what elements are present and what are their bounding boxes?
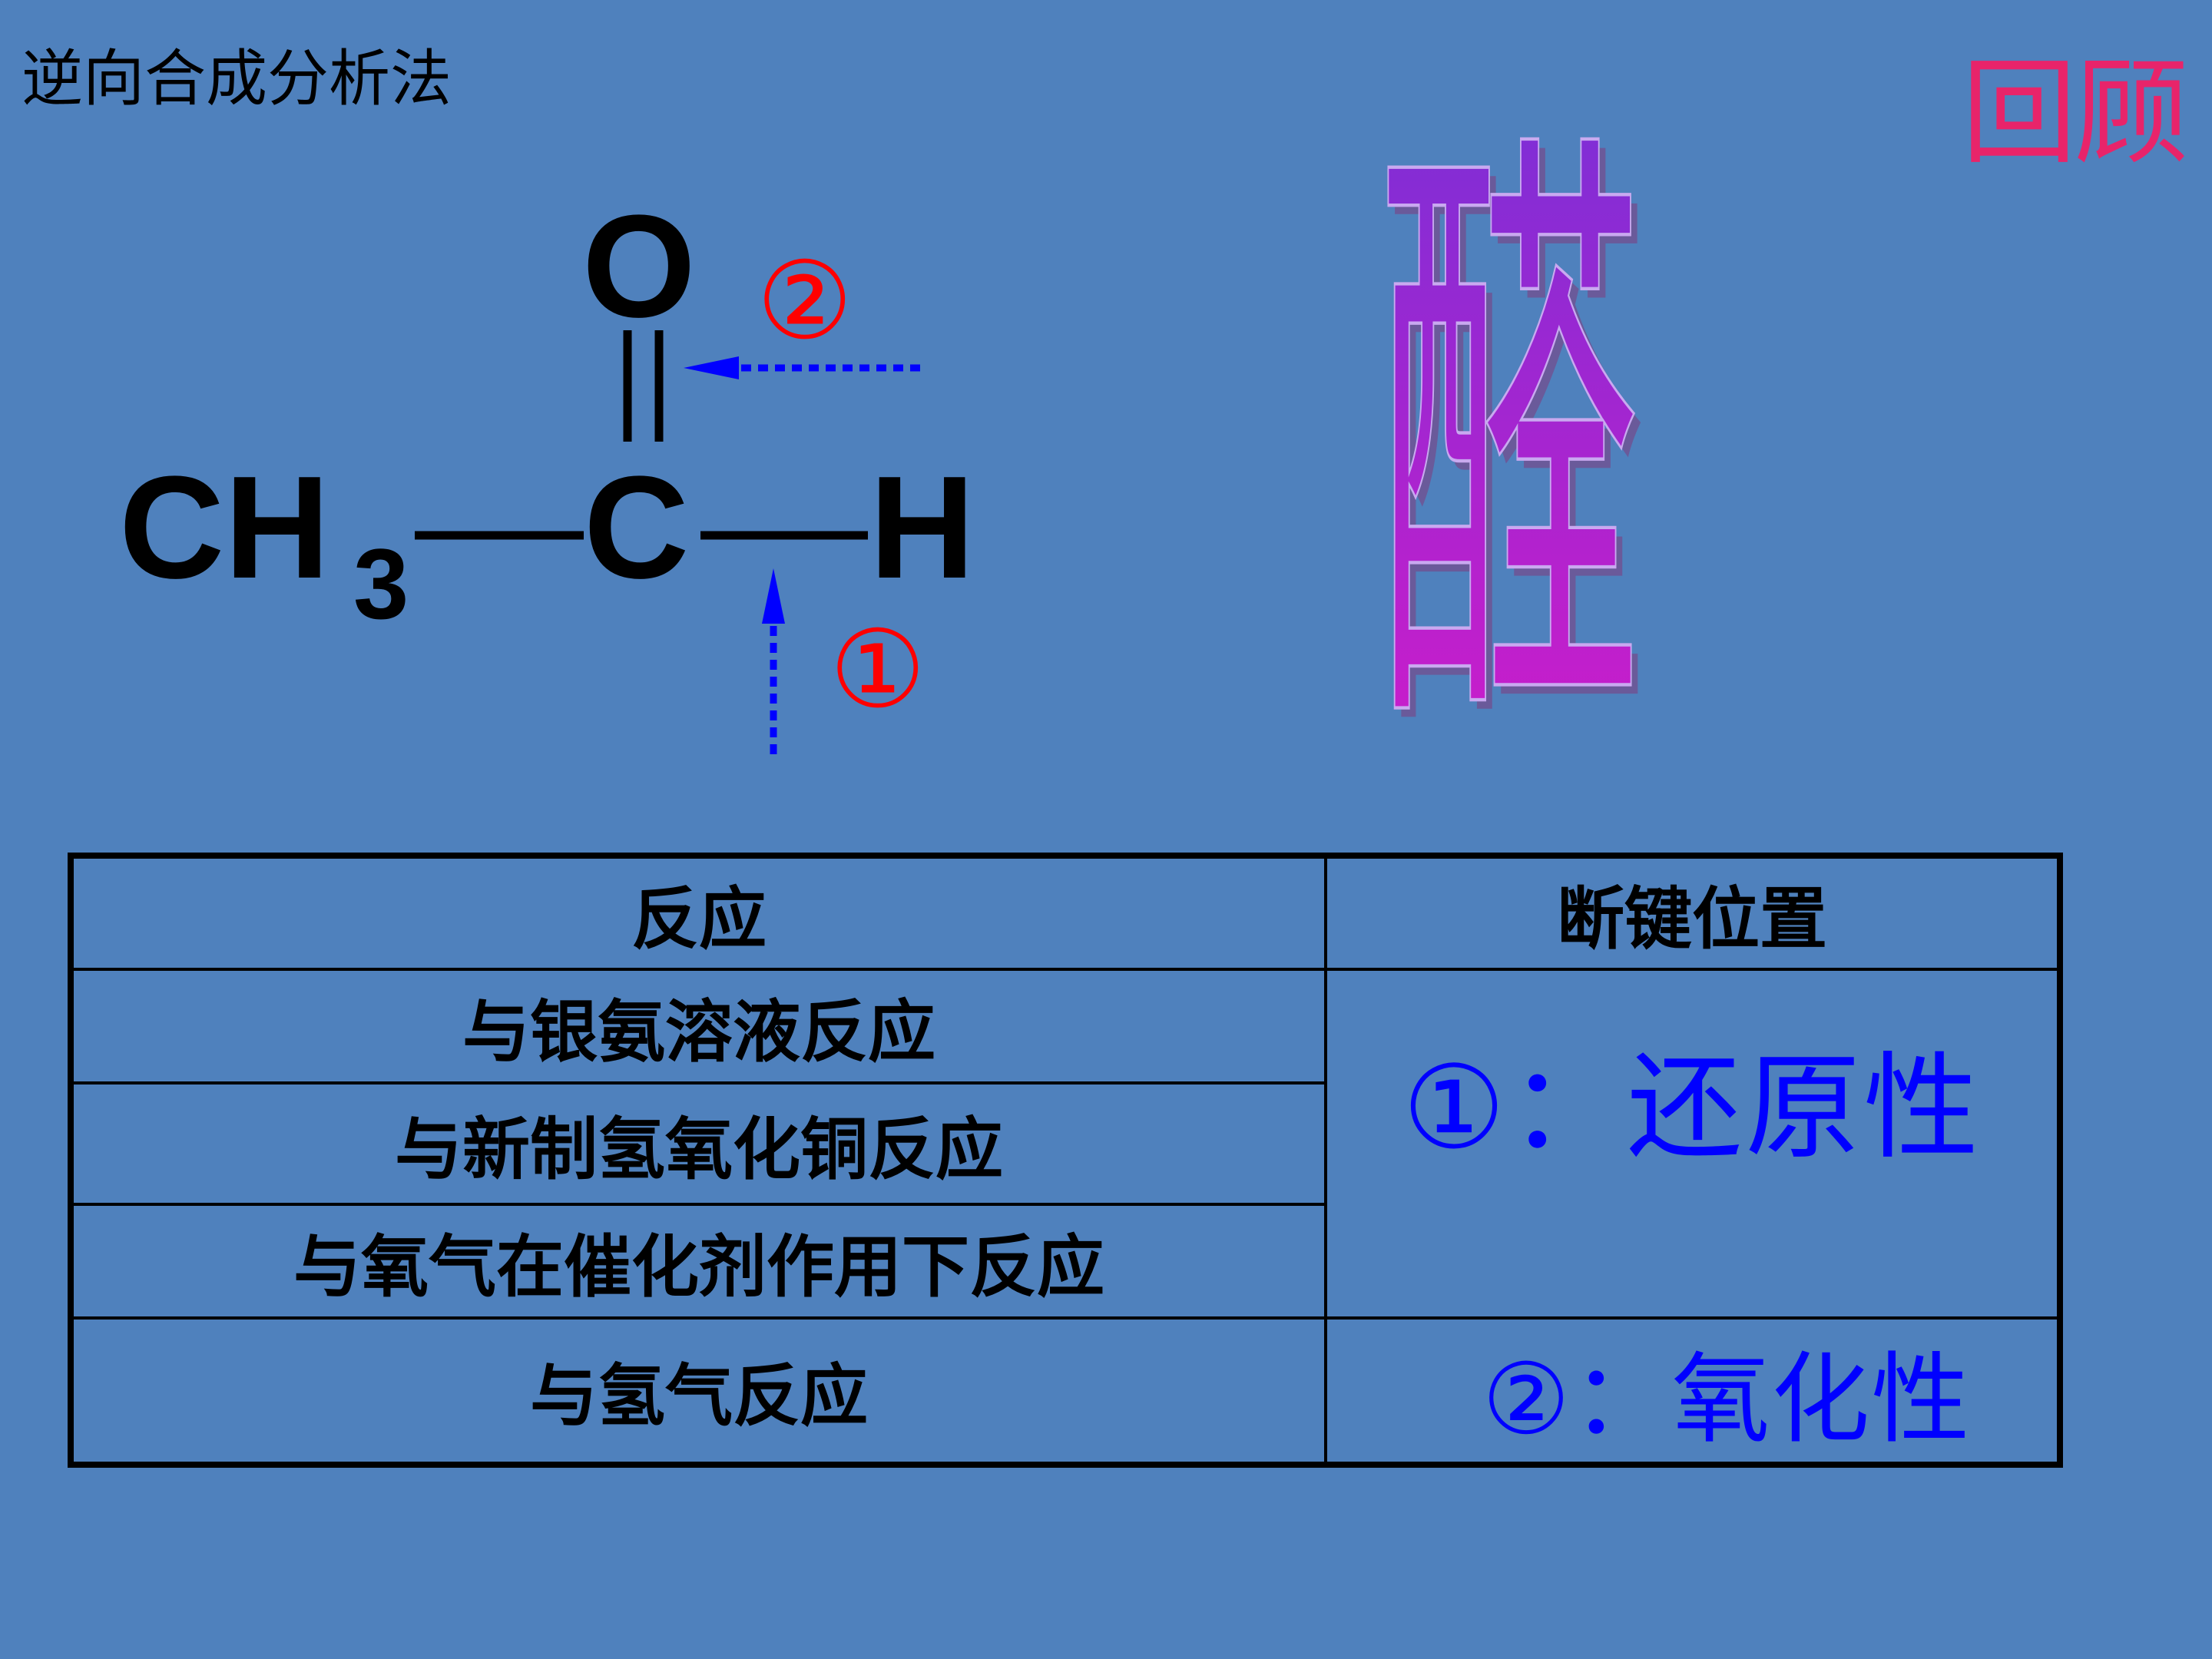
marker-1: ① (830, 608, 926, 733)
row-silver-ammonia: 与银氨溶液反应 (69, 968, 1327, 1084)
answer-reducing: ①：还原性 (1324, 968, 2061, 1320)
acetaldehyde-structure: O CH 3 C H ② ① (119, 185, 975, 757)
carbonyl-carbon: C (584, 446, 689, 609)
answer-oxidizing: ②：氧化性 (1324, 1316, 2061, 1466)
aldehyde-char-shadow: 醛 (1382, 131, 1648, 768)
aldehyde-char-main: 醛 (1375, 131, 1641, 768)
aldehyde-character: 醛 醛 (1375, 131, 1648, 768)
arrow-1-head (762, 568, 785, 624)
header-bond-position: 断键位置 (1324, 854, 2061, 971)
methyl-group: CH (119, 446, 329, 609)
hydrogen-atom: H (869, 446, 975, 609)
row-hydrogen: 与氢气反应 (69, 1316, 1327, 1466)
topic-title: 逆向合成分析法 (22, 43, 452, 114)
arrow-2-head (684, 356, 739, 379)
methyl-subscript: 3 (353, 528, 409, 640)
review-title: 回顾 (1961, 47, 2189, 180)
reaction-table: 反应 断键位置 与银氨溶液反应 ①：还原性 与新制氢氧化铜反应 与氧气在催化剂作… (68, 853, 2063, 1468)
oxygen-atom: O (582, 185, 696, 348)
row-oxygen-catalyst: 与氧气在催化剂作用下反应 (69, 1203, 1327, 1320)
marker-2: ② (757, 239, 853, 364)
row-copper-hydroxide: 与新制氢氧化铜反应 (69, 1081, 1327, 1206)
header-reaction: 反应 (69, 854, 1327, 971)
